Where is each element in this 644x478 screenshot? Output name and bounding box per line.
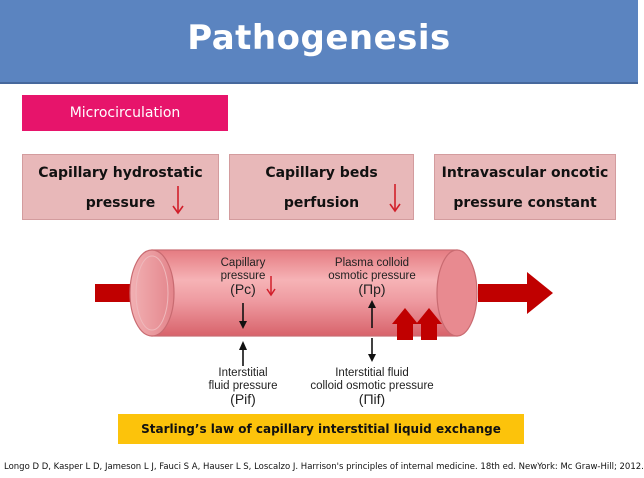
interstitial-colloid-label: Interstitial fluid colloid osmotic press…: [302, 367, 442, 406]
down-arrow-icon: [172, 186, 184, 215]
interstitial-fluid-pressure-label: Interstitial fluid pressure (Pif): [191, 367, 295, 406]
intravascular-oncotic-box: Intravascular oncotic pressure constant: [434, 154, 616, 220]
label-line1: Interstitial fluid: [335, 367, 409, 379]
label-line2: colloid osmotic pressure: [310, 380, 434, 392]
down-arrow-icon: [266, 288, 276, 297]
box-line1: Capillary hydrostatic: [38, 165, 203, 181]
pif-symbol: (Pif): [230, 391, 256, 407]
reference-citation: Longo D D, Kasper L D, Jameson L J, Fauc…: [4, 462, 644, 472]
up-arrow-icon: [368, 300, 376, 308]
box-line1: Capillary beds: [265, 165, 378, 181]
box-line1: Intravascular oncotic: [441, 165, 609, 181]
box-line2: pressure: [85, 195, 156, 211]
tube-right-end: [436, 249, 478, 337]
up-arrow-icon: [239, 341, 247, 350]
label-line2: fluid pressure: [208, 380, 278, 392]
box-line2: pressure constant: [453, 195, 597, 211]
slide-title: Pathogenesis: [187, 18, 451, 58]
capillary-pressure-label: Capillary pressure (Pc): [195, 257, 291, 296]
plasma-colloid-label: Plasma colloid osmotic pressure (Πp): [310, 257, 434, 296]
up-arrow-icon: [392, 308, 418, 340]
starling-law-banner: Starling’s law of capillary interstitial…: [118, 414, 524, 444]
label-line2: pressure: [220, 270, 266, 282]
label-line1: Interstitial: [218, 367, 268, 379]
tube-left-end: [129, 249, 175, 337]
capillary-diagram: [95, 249, 553, 366]
up-arrow-icon: [416, 308, 442, 340]
label-line1: Capillary: [220, 257, 266, 269]
label-line2: osmotic pressure: [328, 270, 416, 282]
outflow-arrow-icon: [478, 272, 553, 314]
microcirculation-label: Microcirculation: [22, 95, 228, 131]
down-arrow-icon: [239, 321, 247, 329]
capillary-beds-box: Capillary beds perfusion: [229, 154, 414, 220]
pc-symbol: (Pc): [230, 281, 256, 297]
label-line1: Plasma colloid: [334, 257, 410, 269]
title-bar: Pathogenesis: [0, 0, 638, 84]
down-arrow-icon: [389, 184, 401, 213]
pi-p-symbol: (Πp): [358, 281, 386, 297]
capillary-hydrostatic-box: Capillary hydrostatic pressure: [22, 154, 219, 220]
box-line2: perfusion: [283, 195, 360, 211]
pi-if-symbol: (Πif): [358, 391, 386, 407]
down-arrow-icon: [368, 354, 376, 362]
